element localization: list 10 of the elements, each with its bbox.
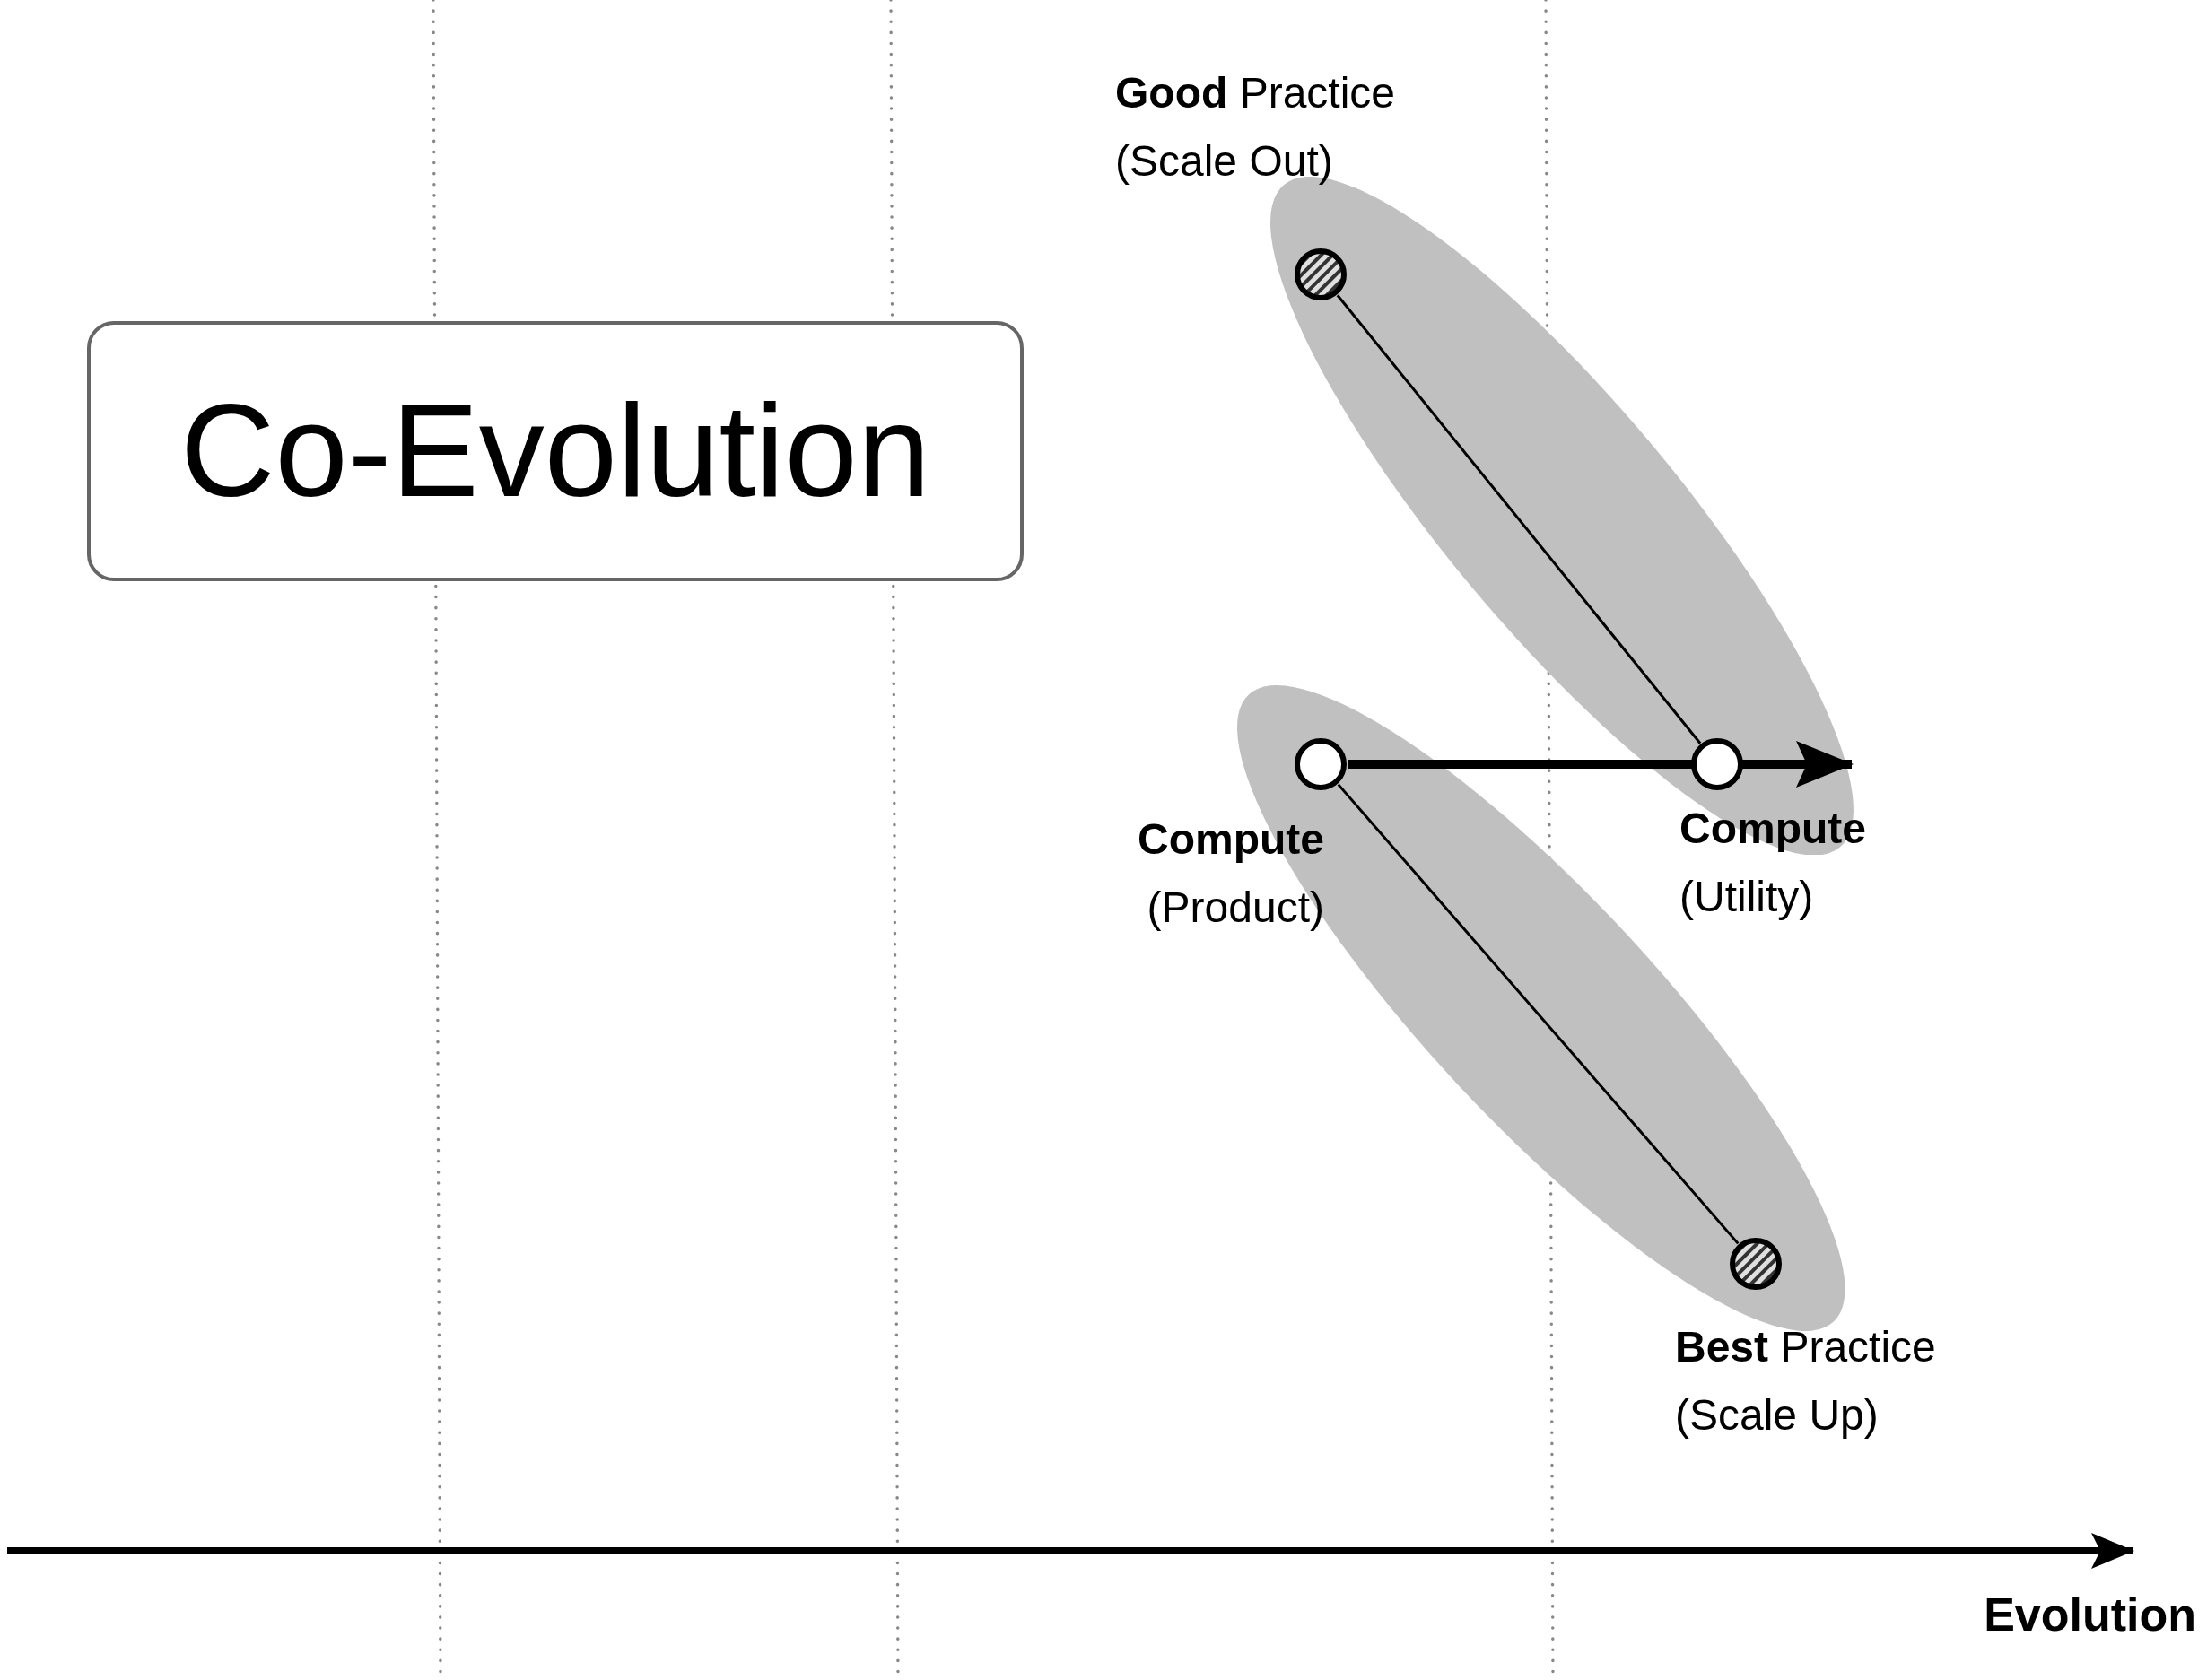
title-box xyxy=(87,321,1024,581)
node-caption: Best Practice (Scale Up) xyxy=(1675,1322,1937,1441)
node-caption: Compute (Utility) xyxy=(1679,804,1867,922)
title-text: Co-Evolution xyxy=(180,377,930,526)
node-caption: Compute (Product) xyxy=(1137,814,1324,933)
arrow xyxy=(1348,741,1854,788)
connector-line xyxy=(1337,783,1740,1245)
connector-line xyxy=(1336,294,1702,744)
node-caption: Good Practice (Scale Out) xyxy=(1115,68,1397,187)
axis-label: Evolution xyxy=(1984,1588,2196,1641)
